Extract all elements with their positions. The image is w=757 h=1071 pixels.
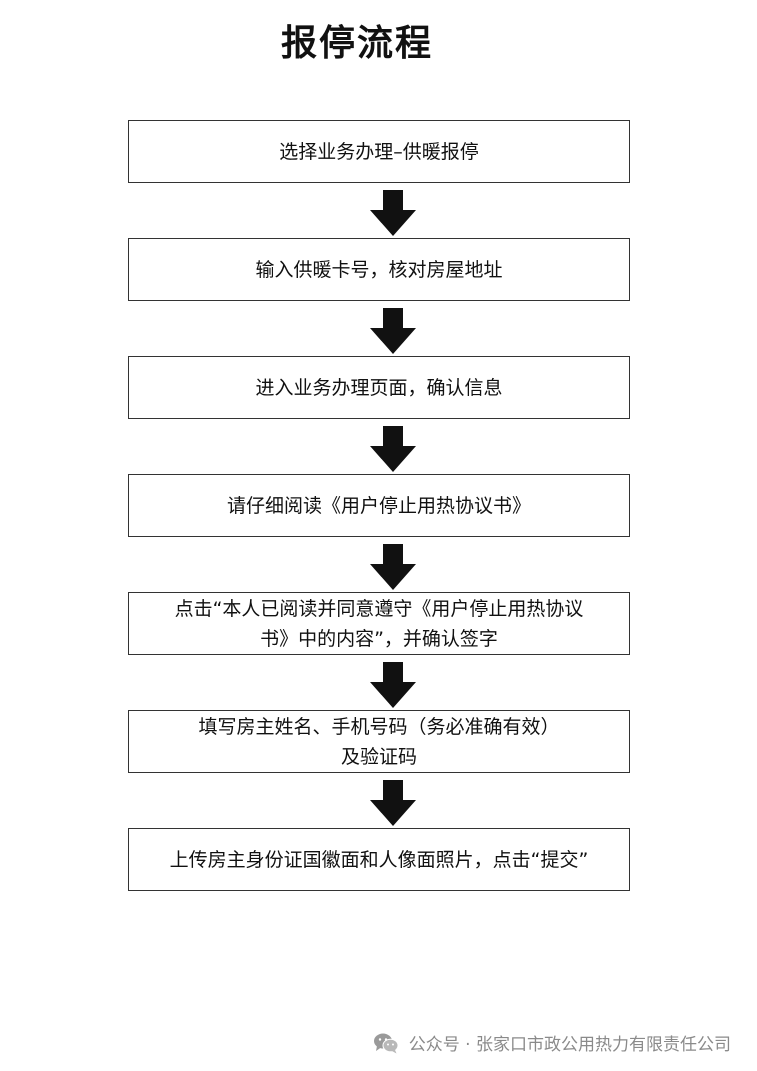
step-6-fill-owner-info: 填写房主姓名、手机号码（务必准确有效） 及验证码 [128, 710, 630, 773]
down-arrow-icon [370, 662, 416, 708]
step-4-text: 请仔细阅读《用户停止用热协议书》 [226, 494, 531, 517]
step-3-text: 进入业务办理页面，确认信息 [255, 376, 503, 399]
wechat-icon [373, 1033, 399, 1053]
down-arrow-icon [370, 308, 416, 354]
down-arrow-icon [370, 780, 416, 826]
step-7-upload-id-photos: 上传房主身份证国徽面和人像面照片，点击“提交” [128, 828, 630, 891]
step-1-text: 选择业务办理–供暖报停 [279, 140, 479, 163]
step-2-enter-card-number: 输入供暖卡号，核对房屋地址 [128, 238, 630, 301]
step-3-confirm-info: 进入业务办理页面，确认信息 [128, 356, 630, 419]
step-2-text: 输入供暖卡号，核对房屋地址 [255, 258, 503, 281]
footer-watermark: 公众号 · 张家口市政公用热力有限责任公司 [373, 1030, 731, 1055]
down-arrow-icon [370, 426, 416, 472]
footer-text: 公众号 · 张家口市政公用热力有限责任公司 [408, 1035, 731, 1055]
step-7-text: 上传房主身份证国徽面和人像面照片，点击“提交” [169, 848, 589, 871]
down-arrow-icon [370, 544, 416, 590]
step-5-agree-and-sign: 点击“本人已阅读并同意遵守《用户停止用热协议 书》中的内容”，并确认签字 [128, 592, 630, 655]
step-5-text-line-1: 点击“本人已阅读并同意遵守《用户停止用热协议 [174, 597, 584, 620]
down-arrow-icon [370, 190, 416, 236]
step-5-text-line-2: 书》中的内容”，并确认签字 [260, 627, 498, 650]
step-6-text-line-2: 及验证码 [340, 745, 417, 768]
step-4-read-agreement: 请仔细阅读《用户停止用热协议书》 [128, 474, 630, 537]
step-1-select-service: 选择业务办理–供暖报停 [128, 120, 630, 183]
step-6-text-line-1: 填写房主姓名、手机号码（务必准确有效） [198, 715, 560, 738]
page-title: 报停流程 [280, 23, 433, 64]
